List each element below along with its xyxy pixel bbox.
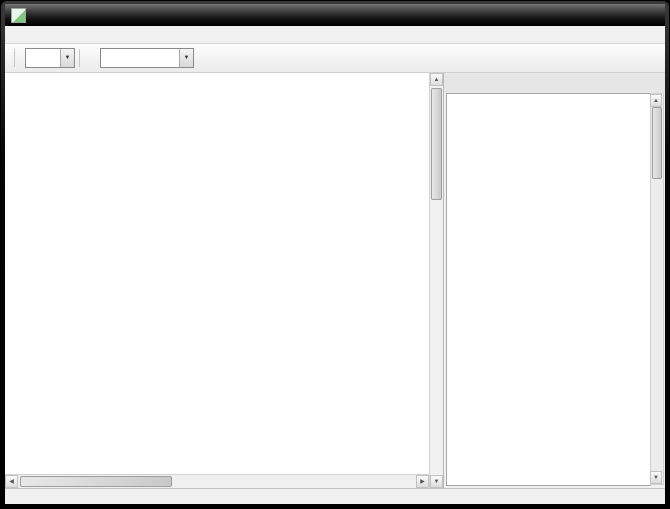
- scroll-up-icon[interactable]: ▲: [430, 73, 443, 86]
- horizontal-scrollbar[interactable]: ◀ ▶: [5, 474, 429, 488]
- scroll-down-icon[interactable]: ▼: [650, 471, 662, 484]
- chevron-down-icon[interactable]: ▼: [60, 49, 74, 67]
- zoom-combobox[interactable]: ▼: [25, 48, 75, 68]
- menu-bar: [5, 26, 665, 44]
- chevron-down-icon[interactable]: ▼: [179, 49, 193, 67]
- canvas-column: .edge{fill:none;stroke:#000;stroke-width…: [5, 73, 429, 488]
- scroll-left-icon[interactable]: ◀: [5, 475, 18, 488]
- scroll-up-icon[interactable]: ▲: [650, 94, 662, 107]
- panel-scrollbar[interactable]: ▲ ▼: [650, 93, 664, 485]
- side-panel: ▲ ▼: [443, 73, 665, 488]
- pathway-edges: .edge{fill:none;stroke:#000;stroke-width…: [5, 73, 416, 474]
- backpage-panel: [446, 93, 651, 486]
- status-bar: [5, 488, 665, 504]
- toolbar: ▼ ▼: [5, 44, 665, 73]
- pathway-canvas[interactable]: .edge{fill:none;stroke:#000;stroke-width…: [5, 73, 429, 474]
- toolbar-separator: [79, 49, 80, 67]
- title-bar[interactable]: [5, 4, 665, 26]
- scrollbar-thumb[interactable]: [652, 107, 662, 179]
- main-row: .edge{fill:none;stroke:#000;stroke-width…: [5, 73, 665, 488]
- visualization-combobox[interactable]: ▼: [100, 48, 194, 68]
- app-icon: [11, 7, 26, 23]
- sidebar-tabs: [444, 73, 665, 93]
- scroll-right-icon[interactable]: ▶: [416, 475, 429, 488]
- scrollbar-thumb[interactable]: [20, 476, 172, 487]
- toolbar-separator: [14, 49, 15, 67]
- window-client: ▼ ▼ .edge{fill:none;stro: [5, 4, 665, 504]
- scroll-down-icon[interactable]: ▼: [430, 475, 443, 488]
- vertical-scrollbar[interactable]: ▲ ▼: [429, 73, 443, 488]
- scrollbar-thumb[interactable]: [431, 88, 442, 200]
